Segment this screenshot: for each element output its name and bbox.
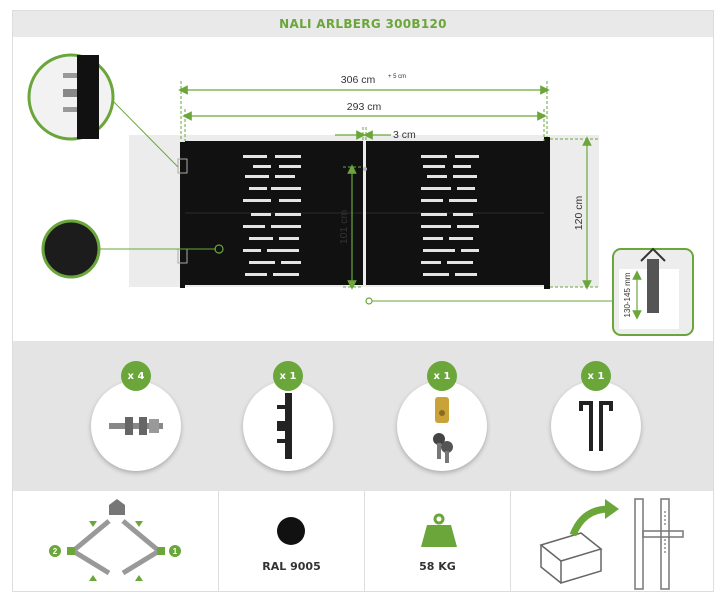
- inner-width-label: 293 cm: [347, 101, 382, 113]
- quantity-badge: x 1: [581, 361, 611, 391]
- weight-cell: 58 KG: [365, 491, 511, 591]
- gate-drawing: 306 cm + 5 cm 293 cm 3 cm 101 cm 120 cm: [27, 53, 694, 336]
- hinge-bracket-icon: [277, 393, 292, 459]
- quantity-badge: x 1: [427, 361, 457, 391]
- lock-marker: [365, 297, 373, 305]
- gap-label: 3 cm: [393, 129, 416, 141]
- quantity-badge: x 4: [121, 361, 151, 391]
- color-cell: RAL 9005: [219, 491, 365, 591]
- weight-icon: [421, 513, 457, 547]
- right-post: [544, 137, 550, 289]
- gate-diagram: 306 cm + 5 cm 293 cm 3 cm 101 cm 120 cm: [13, 37, 713, 341]
- right-leaf-slots: [421, 155, 479, 276]
- accessory-hinge-bracket: x 1: [243, 361, 333, 471]
- title-bar: NALI ARLBERG 300B120: [13, 11, 713, 37]
- accessory-bolts: x 4: [91, 361, 181, 471]
- box-delivery-icon: [539, 498, 684, 590]
- opening-right-number: 1: [173, 547, 178, 556]
- opening-left-number: 2: [53, 547, 58, 556]
- color-swatch-icon: [277, 517, 305, 545]
- opening-direction-icon: 2 1: [49, 499, 181, 581]
- lock-cylinder-keys-icon: [433, 397, 453, 463]
- left-leaf-slots: [243, 155, 301, 276]
- door-handles-icon: [579, 401, 613, 451]
- house-icon: [109, 499, 125, 515]
- bolt-icon: [109, 417, 163, 435]
- accessories-panel: x 4 x 1 x 1: [13, 341, 713, 491]
- color-label: RAL 9005: [262, 560, 321, 573]
- specs-footer: 2 1 RAL 9005 58 KG: [13, 491, 713, 591]
- page-title: NALI ARLBERG 300B120: [279, 17, 447, 31]
- product-sheet: NALI ARLBERG 300B120: [12, 10, 714, 592]
- total-height-label: 120 cm: [573, 196, 585, 231]
- delivery-cell: [511, 491, 713, 591]
- weight-label: 58 KG: [419, 560, 456, 573]
- accessory-handles: x 1: [551, 361, 641, 471]
- accessory-lock-cylinder: x 1: [397, 361, 487, 471]
- hinge-icon: [177, 158, 188, 174]
- left-post: [180, 142, 185, 288]
- leaf-height-label: 101 cm: [338, 210, 350, 245]
- post-height-label: 130-145 mm: [623, 272, 632, 317]
- total-width-label: 306 cm: [341, 74, 376, 86]
- tolerance-label: + 5 cm: [388, 74, 406, 80]
- opening-direction-cell: 2 1: [13, 491, 219, 591]
- color-swatch-zoom: [41, 219, 101, 279]
- quantity-badge: x 1: [273, 361, 303, 391]
